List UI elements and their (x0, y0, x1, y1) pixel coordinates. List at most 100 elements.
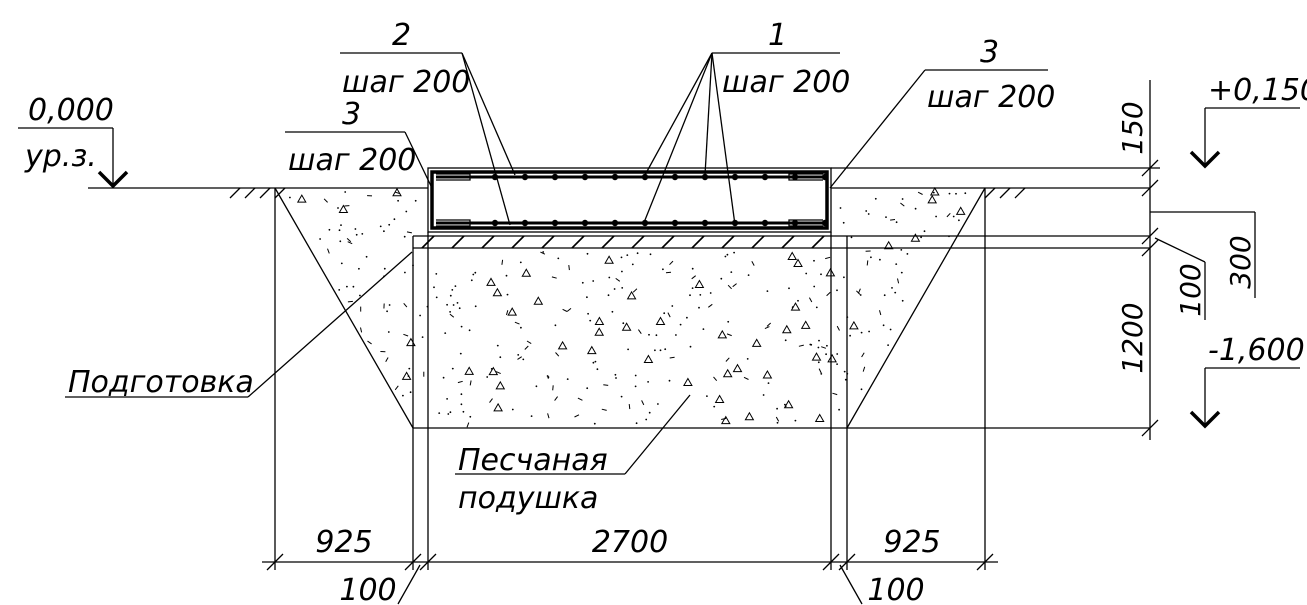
sand-speckle (751, 260, 755, 266)
sand-speckle (838, 408, 840, 411)
sand-speckle (409, 391, 412, 394)
sand-speckle (566, 378, 569, 380)
sand-speckle (631, 263, 634, 266)
sand-speckle (643, 354, 654, 363)
sand-speckle (885, 216, 887, 219)
sand-speckle (900, 202, 905, 207)
rebar-dot (731, 173, 739, 181)
sand-speckle (587, 312, 589, 315)
rebar-dot (491, 219, 499, 227)
sand-speckle (917, 191, 923, 195)
sand-speckle (499, 356, 502, 359)
sand-speckle (419, 314, 421, 317)
sand-speckle (388, 223, 391, 226)
sand-speckle (352, 285, 355, 288)
sand-speckle (805, 272, 808, 275)
sand-speckle (890, 219, 896, 221)
sand-speckle (594, 316, 605, 325)
sand-speckle (466, 422, 470, 428)
sand-speckle (449, 311, 451, 313)
sand-speckle (895, 263, 898, 265)
callout-3-left-step: шаг 200 (288, 143, 416, 178)
sand-speckle (596, 368, 599, 371)
sand-speckle (392, 187, 402, 197)
sand-speckle (547, 376, 550, 379)
sand-speckle (724, 255, 727, 258)
sand-speckle (923, 230, 926, 233)
sand-speckle (894, 291, 897, 294)
sand-speckle (517, 356, 522, 360)
sand-speckle (347, 241, 353, 245)
sand-speckle (637, 329, 642, 334)
sand-speckle (839, 207, 842, 209)
sand-speckle (874, 197, 877, 200)
sand-speckle (764, 326, 770, 330)
sand-speckle (946, 212, 951, 218)
sand-speckle (517, 354, 520, 356)
rebar-dot (611, 219, 619, 227)
rebar-dot (761, 219, 769, 227)
level-top-value: +0,150 (1208, 73, 1307, 108)
sand-speckle (859, 294, 862, 296)
sand-speckle (743, 376, 749, 380)
sand-speckle (403, 302, 408, 308)
sand-speckle (289, 196, 291, 199)
sand-speckle (901, 198, 904, 200)
sand-speckle (776, 421, 779, 424)
sand-speckle (849, 320, 859, 330)
sand-speckle (784, 403, 786, 406)
sand-speckle (628, 404, 631, 410)
sand-speckle (746, 358, 749, 360)
callout-2-step: шаг 200 (342, 65, 470, 100)
sand-speckle (895, 221, 898, 224)
sand-speckle (797, 299, 799, 302)
sand-speckle (727, 284, 732, 290)
sand-speckle (649, 253, 652, 256)
sand-speckle (555, 352, 560, 357)
sand-speckle (323, 198, 328, 203)
sand-speckle (546, 375, 549, 377)
sand-speckle (493, 402, 503, 412)
sand-speckle (825, 353, 827, 356)
sand-speckle (495, 371, 501, 375)
sand-speckle (615, 377, 617, 379)
sand-speckle (826, 344, 828, 347)
sand-speckle (747, 274, 750, 276)
sand-speckle (383, 230, 385, 233)
vertical-dimensions (831, 80, 1256, 440)
sand-speckle (472, 273, 475, 276)
sand-speckle (634, 385, 637, 388)
sand-speckle (339, 240, 342, 243)
rebar-dot (581, 173, 589, 181)
sand-speckle (622, 322, 625, 325)
sand-speckle (827, 353, 837, 363)
level-marker-bottom (1189, 367, 1300, 429)
sand-speckle (744, 411, 755, 421)
sand-speckle (832, 392, 838, 396)
sand-speckle (849, 334, 851, 337)
sand-speckle (702, 328, 705, 330)
sand-speckle (813, 259, 815, 262)
sand-speckle (594, 360, 597, 363)
sand-speckle (948, 192, 951, 195)
sand-speckle (675, 334, 677, 336)
sand-speckle (394, 385, 399, 391)
sand-speckle (783, 399, 794, 409)
sand-speckle (328, 228, 331, 231)
sand-speckle (883, 240, 894, 250)
sand-speckle (414, 199, 417, 202)
sand-speckle (551, 276, 557, 279)
sand-speckle (920, 236, 922, 239)
sand-speckle (554, 396, 558, 401)
sand-speckle (552, 385, 554, 391)
sand-speckle (958, 219, 960, 222)
sand-speckle (721, 417, 727, 420)
sand-speckle (709, 292, 712, 294)
sand-speckle (667, 312, 671, 318)
sand-speckle (720, 415, 731, 425)
sand-speckle (507, 307, 518, 316)
sand-speckle (669, 260, 674, 266)
sand-speckle (669, 356, 675, 359)
sand-speckle (776, 407, 778, 410)
sand-speckle (355, 233, 358, 236)
